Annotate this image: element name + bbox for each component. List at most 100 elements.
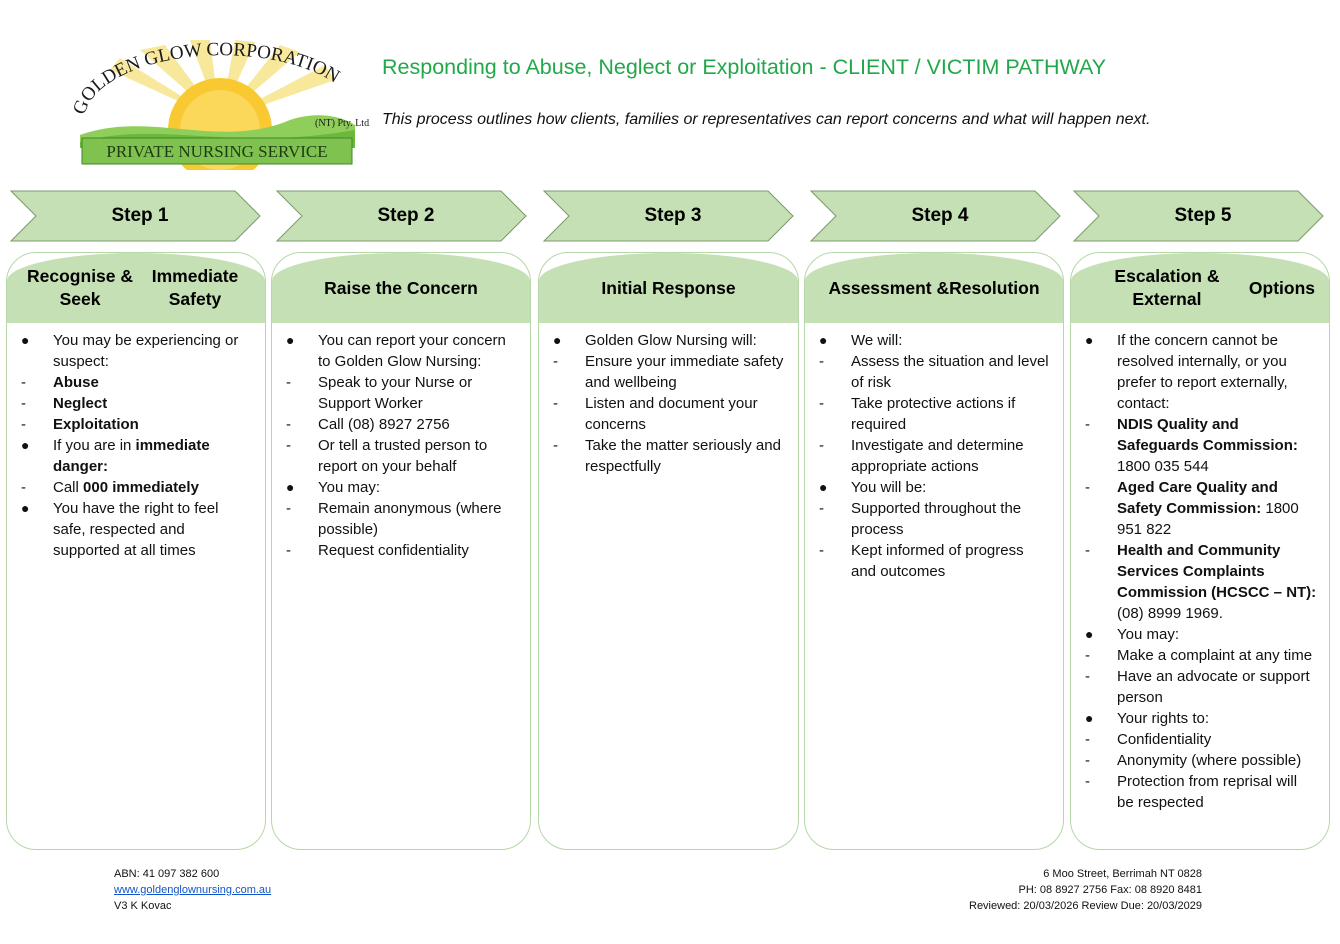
chevron-arrow-shape <box>10 190 261 242</box>
item-text: You will be: <box>851 479 927 496</box>
dash-marker: - <box>286 374 291 391</box>
bullet-marker: ● <box>1085 332 1094 348</box>
item-text: We will: <box>851 332 903 349</box>
item-text: Health and Community Services Complaints… <box>1117 542 1317 601</box>
item-text: Request confidentiality <box>318 542 469 559</box>
item-text: Abuse <box>53 374 99 391</box>
dash-marker: - <box>553 353 558 370</box>
item-text: Call (08) 8927 2756 <box>318 416 450 433</box>
dash-item: -Request confidentiality <box>286 540 518 561</box>
dash-marker: - <box>286 416 291 433</box>
card-heading-line: Assessment & <box>828 277 950 298</box>
step-2-card: Raise the Concern ● You can report your c… <box>271 252 531 850</box>
page-title: Responding to Abuse, Neglect or Exploita… <box>382 55 1107 79</box>
dash-marker: - <box>553 437 558 454</box>
footer-address: 6 Moo Street, Berrimah NT 0828 <box>1043 868 1202 880</box>
dash-item: -Take the matter seriously and respectfu… <box>553 435 786 477</box>
bullet-marker: ● <box>553 332 562 348</box>
dash-marker: - <box>1085 647 1090 664</box>
bullet-marker: ● <box>1085 710 1094 726</box>
dash-item: - Have an advocate or support person <box>1085 666 1317 708</box>
bullet-marker: ● <box>819 332 828 348</box>
dash-item: -Confidentiality <box>1085 729 1317 750</box>
card-heading-line: Escalation & External <box>1114 266 1220 309</box>
item-text: Assess the situation and level of risk <box>851 353 1049 391</box>
dash-marker: - <box>1085 668 1090 685</box>
dash-marker: - <box>819 500 824 517</box>
logo-banner-text: PRIVATE NURSING SERVICE <box>106 142 327 161</box>
logo-sub-text: (NT) Pty. Ltd. <box>315 118 370 129</box>
bullet-item: ●You may: <box>286 477 518 498</box>
footer-website-link[interactable]: www.goldenglownursing.com.au <box>114 884 272 896</box>
item-text: Have an advocate or support person <box>1117 668 1310 706</box>
item-text: You may: <box>318 479 380 496</box>
footer-version: V3 K Kovac <box>114 900 172 912</box>
dash-item: -Aged Care Quality and Safety Commission… <box>1085 477 1317 540</box>
page-subtitle: This process outlines how clients, famil… <box>382 111 1151 128</box>
dash-marker: - <box>1085 752 1090 769</box>
bullet-item: ●You will be: <box>819 477 1051 498</box>
item-text: Protection from reprisal will be respect… <box>1117 773 1298 811</box>
dash-marker: - <box>553 395 558 412</box>
item-text: Kept informed of progress and outcomes <box>851 542 1024 580</box>
dash-item: -Take protective actions if required <box>819 393 1051 435</box>
card-heading-line: Raise the Concern <box>324 277 478 298</box>
card-heading-line: Options <box>1248 277 1315 298</box>
dash-marker: - <box>286 437 291 454</box>
item-text: You can report your concern to Golden Gl… <box>318 332 506 370</box>
bullet-marker: ● <box>21 500 30 516</box>
item-text: Remain anonymous (where possible) <box>318 500 502 538</box>
step-3-list: ● Golden Glow Nursing will: -Ensure your i… <box>539 330 798 477</box>
item-text: Golden Glow Nursing will: <box>585 332 757 349</box>
step-4-heading: Assessment &Resolution <box>805 253 1063 323</box>
dash-marker: - <box>21 416 26 433</box>
dash-item: - Remain anonymous (where possible) <box>286 498 518 540</box>
step-5-label: Step 5 <box>1174 205 1232 226</box>
step-1-chevron: Step 1 <box>10 190 262 242</box>
step-5-chevron: Step 5 <box>1073 190 1325 242</box>
item-text: You may be experiencing or suspect: <box>53 332 239 370</box>
dash-item: -Protection from reprisal will be respec… <box>1085 771 1317 813</box>
step-3-card: Initial Response ● Golden Glow Nursing wi… <box>538 252 799 850</box>
dash-marker: - <box>286 500 291 517</box>
item-text: 000 immediately <box>83 479 199 496</box>
dash-marker: - <box>21 374 26 391</box>
item-text: You have the right to feel safe, respect… <box>53 500 219 559</box>
card-heading-line: Immediate Safety <box>151 266 239 309</box>
dash-marker: - <box>819 437 824 454</box>
bullet-item: ● You can report your concern to Golden G… <box>286 330 518 372</box>
bullet-item: ● You have the right to feel safe, respec… <box>21 498 253 561</box>
dash-marker: - <box>819 542 824 559</box>
footer-right: 6 Moo Street, Berrimah NT 0828 PH: 08 89… <box>969 866 1202 914</box>
step-3-label: Step 3 <box>644 205 702 226</box>
item-text: immediate danger: <box>53 437 210 475</box>
step-3-heading: Initial Response <box>539 253 798 323</box>
dash-item: -Assess the situation and level of risk <box>819 351 1051 393</box>
bullet-item: ●You may: <box>1085 624 1317 645</box>
dash-item: - Kept informed of progress and outcomes <box>819 540 1051 582</box>
bullet-item: ●If the concern cannot be resolved inter… <box>1085 330 1317 414</box>
company-logo: PRIVATE NURSING SERVICE GOLDEN GLOW CORP… <box>69 39 372 182</box>
item-text: Supported throughout the process <box>851 500 1022 538</box>
footer-abn: ABN: 41 097 382 600 <box>114 868 220 880</box>
step-4-chevron: Step 4 <box>810 190 1062 242</box>
sun-logo-graphic: PRIVATE NURSING SERVICE GOLDEN GLOW CORP… <box>69 39 372 182</box>
step-4-card: Assessment &Resolution ●We will:-Assess … <box>804 252 1064 850</box>
item-text: Listen and document your concerns <box>585 395 758 433</box>
step-3-chevron: Step 3 <box>543 190 795 242</box>
chevron-arrow-shape <box>543 190 794 242</box>
bullet-marker: ● <box>286 332 295 348</box>
step-2-list: ● You can report your concern to Golden G… <box>272 330 530 561</box>
step-1-label: Step 1 <box>111 205 169 226</box>
step-5-list: ●If the concern cannot be resolved inter… <box>1071 330 1329 813</box>
bullet-marker: ● <box>21 437 30 453</box>
item-text: NDIS Quality and Safeguards Commission: <box>1117 416 1298 454</box>
bullet-marker: ● <box>21 332 30 348</box>
step-5-heading: Escalation & External Options <box>1071 253 1329 323</box>
footer-phone-fax: PH: 08 8927 2756 Fax: 08 8920 8481 <box>1018 884 1202 896</box>
dash-item: -Ensure your immediate safety and wellbe… <box>553 351 786 393</box>
card-heading-line: Resolution <box>949 277 1040 298</box>
dash-marker: - <box>1085 416 1090 433</box>
item-text: Speak to your Nurse or Support Worker <box>318 374 473 412</box>
dash-item: -Make a complaint at any time <box>1085 645 1317 666</box>
